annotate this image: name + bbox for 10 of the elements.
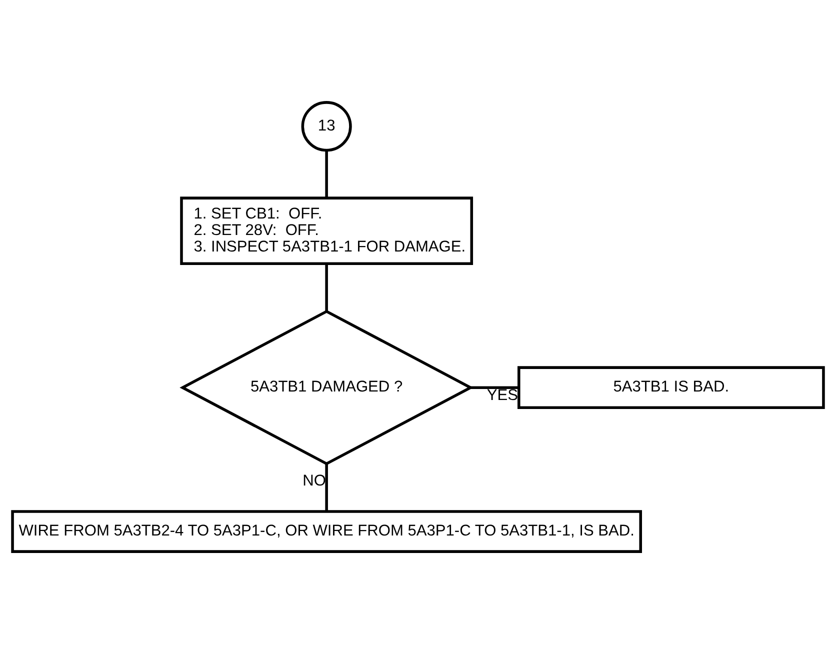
- connector: [325, 150, 328, 198]
- node-box: 5A3TB1 IS BAD.: [518, 366, 825, 409]
- connector: [325, 264, 328, 312]
- edge-label: YES: [486, 387, 518, 404]
- connector: [325, 464, 328, 512]
- node-diamond: 5A3TB1 DAMAGED ?: [180, 310, 474, 466]
- node-box: 1. SET CB1: OFF. 2. SET 28V: OFF. 3. INSPECT 5A3TB1-1 FOR DAMAGE.: [180, 196, 474, 266]
- node-box: WIRE FROM 5A3TB2-4 TO 5A3P1-C, OR WIRE FROM 5A3P1-C TO 5A3TB1-1, IS BAD.: [11, 510, 642, 553]
- node-circle: 13: [301, 101, 352, 152]
- connector: [470, 386, 519, 389]
